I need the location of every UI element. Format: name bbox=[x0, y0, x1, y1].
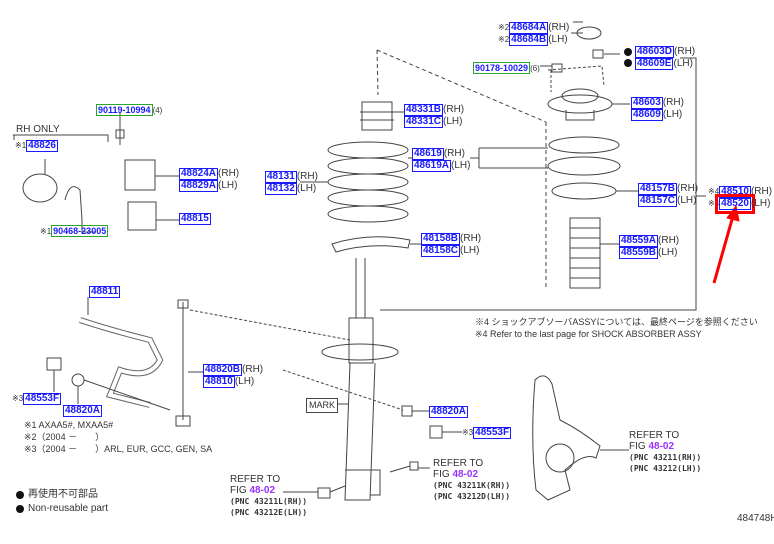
part-90119-10994[interactable]: 90119-10994 bbox=[96, 104, 153, 116]
footnote-2: ※2（2004 － ） bbox=[24, 432, 105, 442]
bump-stopper-icon bbox=[360, 101, 394, 131]
bracket-icon bbox=[124, 159, 179, 191]
legend-en: Non-reusable part bbox=[28, 503, 109, 514]
highlight-arrow bbox=[712, 215, 735, 284]
steering-knuckle-icon bbox=[532, 375, 601, 501]
label-48331: 48331B(RH)48331C(LH) bbox=[404, 104, 465, 128]
part-48553F[interactable]: 48553F bbox=[23, 393, 62, 405]
part-48820A[interactable]: 48820A bbox=[429, 406, 469, 418]
bolt-icon bbox=[389, 461, 430, 473]
note-en: ※4 Refer to the last page for SHOCK ABSO… bbox=[475, 329, 702, 339]
part-48820B[interactable]: 48820B bbox=[203, 364, 243, 376]
nut-icon bbox=[401, 405, 429, 417]
part-48157C[interactable]: 48157C bbox=[638, 195, 678, 207]
note-jp: ※4 ショックアブソーバASSYについては、最終ページを参照ください bbox=[475, 317, 758, 327]
part-48824A[interactable]: 48824A bbox=[179, 168, 219, 180]
part-48810[interactable]: 48810 bbox=[203, 376, 235, 388]
cover-icon bbox=[22, 173, 58, 203]
bushing-icon bbox=[127, 201, 179, 231]
fig-link[interactable]: 48-02 bbox=[249, 485, 276, 496]
part-48331B[interactable]: 48331B bbox=[404, 104, 444, 116]
part-48609[interactable]: 48609 bbox=[631, 109, 663, 121]
label-48559: 48559A(RH)48559B(LH) bbox=[619, 235, 680, 259]
nut-icon bbox=[429, 425, 462, 439]
part-48684A[interactable]: 48684A bbox=[509, 22, 549, 34]
part-48619A[interactable]: 48619A bbox=[412, 160, 452, 172]
label-48815: 48815 bbox=[179, 213, 211, 225]
stabilizer-link-icon bbox=[175, 299, 203, 427]
part-48158C[interactable]: 48158C bbox=[421, 245, 461, 257]
assembly-bracket-line bbox=[380, 57, 697, 311]
label-48158: 48158B(RH)48158C(LH) bbox=[421, 233, 482, 257]
fig-link[interactable]: 48-02 bbox=[452, 469, 479, 480]
label-48619: 48619(RH)48619A(LH) bbox=[412, 148, 471, 172]
fig-link[interactable]: 48-02 bbox=[648, 441, 675, 452]
label-48820A-left: 48820A bbox=[63, 405, 103, 417]
part-90468-23005[interactable]: 90468-23005 bbox=[51, 225, 109, 237]
part-48520-highlighted[interactable]: 48520 bbox=[715, 194, 755, 214]
label-48131: 48131(RH)48132(LH) bbox=[265, 171, 318, 195]
label-48603D: 48603D(RH)48609E(LH) bbox=[635, 46, 696, 70]
part-48331C[interactable]: 48331C bbox=[404, 116, 444, 128]
collar-icon bbox=[71, 373, 85, 387]
part-48603D[interactable]: 48603D bbox=[635, 46, 675, 58]
part-48619[interactable]: 48619 bbox=[412, 148, 444, 160]
clip-icon bbox=[64, 186, 96, 233]
label-48820A-right: 48820A bbox=[429, 406, 469, 418]
part-48510[interactable]: 48510 bbox=[719, 186, 751, 198]
part-90178-10029[interactable]: 90178-10029 bbox=[473, 62, 531, 74]
label-48157: 48157B(RH)48157C(LH) bbox=[638, 183, 699, 207]
part-48559B[interactable]: 48559B bbox=[619, 247, 659, 259]
label-90178: 90178-10029(6) bbox=[473, 62, 540, 74]
spring-seat-icon bbox=[548, 136, 620, 154]
label-48603: 48603(RH)48609(LH) bbox=[631, 97, 684, 121]
coil-spring-icon bbox=[327, 141, 409, 223]
part-48559A[interactable]: 48559A bbox=[619, 235, 659, 247]
part-48829A[interactable]: 48829A bbox=[179, 180, 219, 192]
part-48820A[interactable]: 48820A bbox=[63, 405, 103, 417]
nut-icon bbox=[317, 485, 346, 499]
part-48131[interactable]: 48131 bbox=[265, 171, 297, 183]
part-48132[interactable]: 48132 bbox=[265, 183, 297, 195]
part-48684B[interactable]: 48684B bbox=[509, 34, 549, 46]
part-48157B[interactable]: 48157B bbox=[638, 183, 678, 195]
part-48609E[interactable]: 48609E bbox=[635, 58, 674, 70]
lower-insulator-icon bbox=[331, 236, 411, 253]
label-48820B: 48820B(RH)48810(LH) bbox=[203, 364, 264, 388]
label-48811: 48811 bbox=[89, 286, 121, 298]
rh-only-label: RH ONLY bbox=[16, 124, 60, 135]
label-48824: 48824A(RH)48829A(LH) bbox=[179, 168, 240, 192]
part-48158B[interactable]: 48158B bbox=[421, 233, 461, 245]
insulator-icon bbox=[551, 182, 617, 200]
dust-boot-icon bbox=[569, 217, 601, 289]
diagram-id: 484748H bbox=[737, 513, 774, 524]
footnote-1: ※1 AXAA5#, MXAA5# bbox=[24, 420, 114, 430]
shock-absorber-icon bbox=[321, 258, 399, 501]
part-48815[interactable]: 48815 bbox=[179, 213, 211, 225]
part-48826[interactable]: 48826 bbox=[26, 140, 58, 152]
nut-icon bbox=[592, 49, 620, 59]
legend-jp: 再使用不可部品 bbox=[28, 489, 98, 500]
mark-label: MARK bbox=[306, 398, 339, 413]
part-48553F[interactable]: 48553F bbox=[473, 427, 512, 439]
label-90119: 90119-10994(4) bbox=[96, 104, 163, 116]
part-48603[interactable]: 48603 bbox=[631, 97, 663, 109]
bolt-icon bbox=[115, 112, 125, 145]
part-48811[interactable]: 48811 bbox=[89, 286, 121, 298]
nut-icon bbox=[46, 357, 62, 392]
footnote-3: ※3（2004 － ）ARL, EUR, GCC, GEN, SA bbox=[24, 444, 213, 454]
upper-support-icon bbox=[547, 94, 613, 114]
